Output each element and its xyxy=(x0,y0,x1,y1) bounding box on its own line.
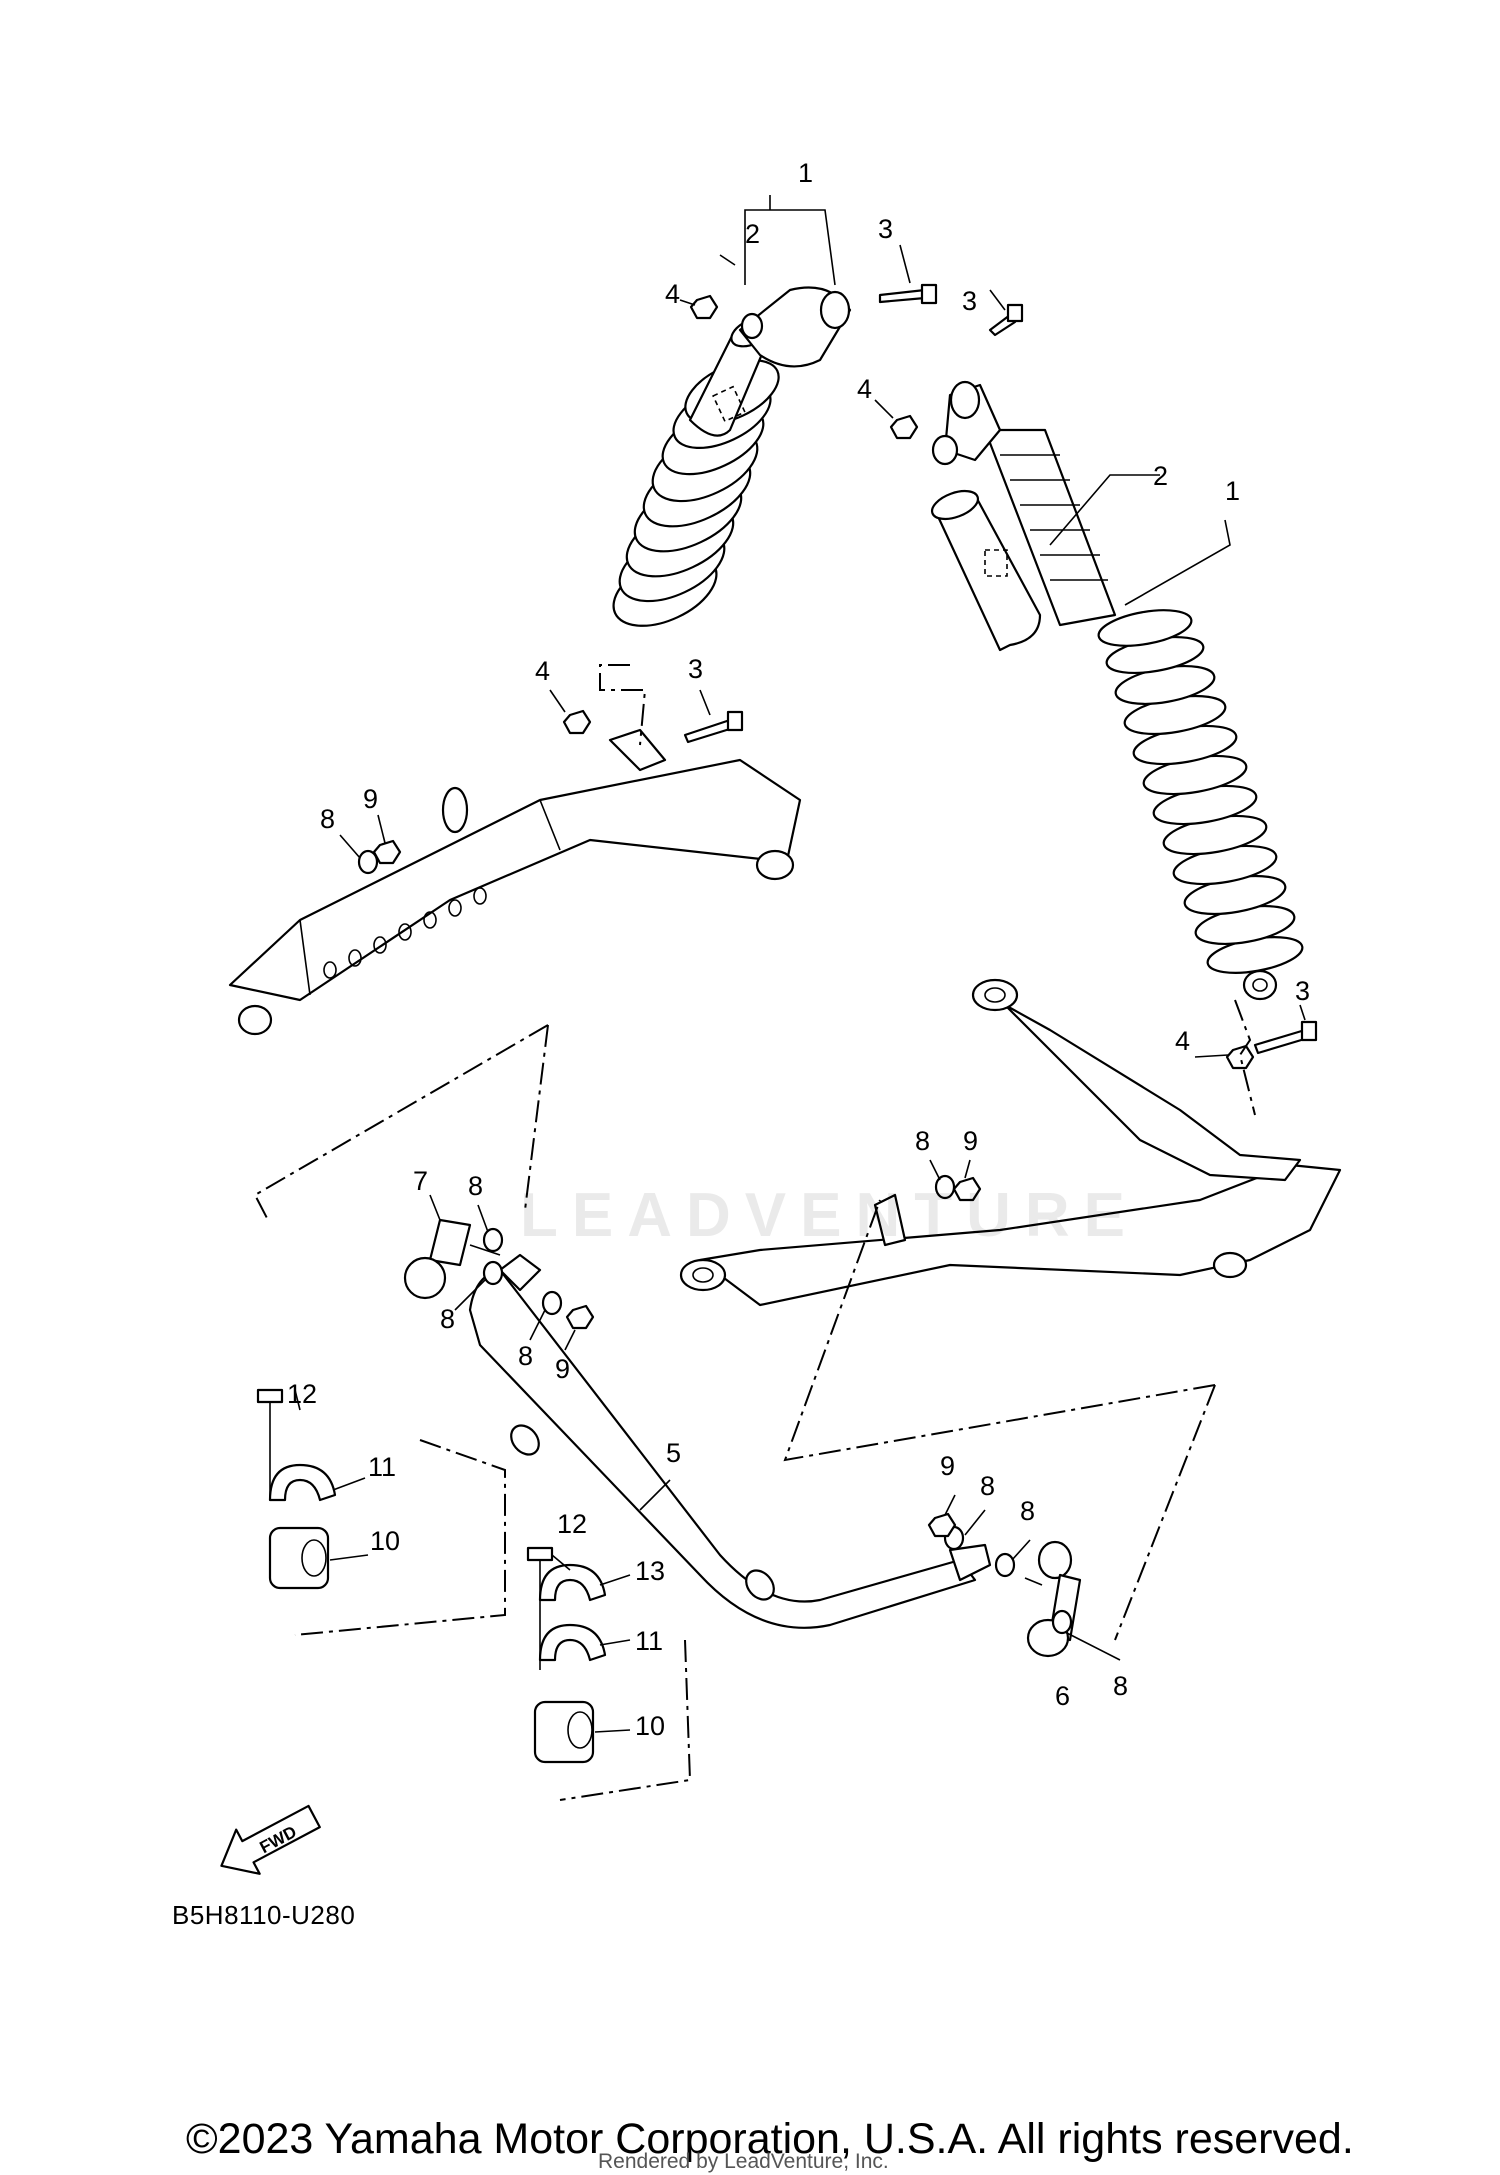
callout-11: 11 xyxy=(368,1452,396,1482)
callout-4: 4 xyxy=(857,374,872,404)
copyright-notice: ©2023 Yamaha Motor Corporation, U.S.A. A… xyxy=(186,2115,1354,2163)
watermark: LEADVENTURE xyxy=(520,1181,1140,1250)
bushing-10-left[interactable] xyxy=(268,1526,330,1590)
callout-8: 8 xyxy=(980,1471,995,1501)
diagram-code: B5H8110-U280 xyxy=(172,1900,356,1930)
callout-8: 8 xyxy=(518,1341,533,1371)
callout-9: 9 xyxy=(363,784,378,814)
callout-8: 8 xyxy=(1020,1496,1035,1526)
link-6[interactable] xyxy=(1024,1540,1082,1658)
callout-4: 4 xyxy=(535,656,550,686)
callout-4: 4 xyxy=(665,279,680,309)
bushing-10-right[interactable] xyxy=(533,1700,595,1764)
bolt-12-left[interactable] xyxy=(256,1388,284,1500)
right-shock-spring xyxy=(1097,609,1304,974)
callout-8: 8 xyxy=(440,1304,455,1334)
callout-9: 9 xyxy=(940,1451,955,1481)
left-shock-absorber[interactable] xyxy=(602,286,852,641)
callout-13: 13 xyxy=(635,1556,665,1586)
link-7[interactable] xyxy=(403,1218,501,1300)
fwd-arrow-icon: FWD xyxy=(220,1804,321,1875)
callout-12: 12 xyxy=(287,1379,317,1409)
callout-3: 3 xyxy=(1295,976,1310,1006)
callout-11: 11 xyxy=(635,1626,663,1656)
assembly-lines xyxy=(253,664,1256,1801)
callout-6: 6 xyxy=(1055,1681,1070,1711)
callout-3: 3 xyxy=(688,654,703,684)
callout-2: 2 xyxy=(1153,461,1168,491)
callout-12: 12 xyxy=(557,1509,587,1539)
bolts-3[interactable] xyxy=(683,283,1318,1055)
callout-7: 7 xyxy=(413,1166,428,1196)
callout-4: 4 xyxy=(1175,1026,1190,1056)
callout-8: 8 xyxy=(915,1126,930,1156)
rendered-by: Rendered by LeadVenture, Inc. xyxy=(598,2150,889,2173)
right-swing-arm[interactable] xyxy=(679,978,1342,1307)
left-shock-spring xyxy=(612,359,780,627)
callout-8: 8 xyxy=(1113,1671,1128,1701)
callout-8: 8 xyxy=(468,1171,483,1201)
callout-8: 8 xyxy=(320,804,335,834)
callout-3: 3 xyxy=(962,286,977,316)
nuts-9[interactable] xyxy=(372,839,982,1538)
callout-3: 3 xyxy=(878,214,893,244)
callout-5: 5 xyxy=(666,1438,681,1468)
callout-2: 2 xyxy=(745,219,760,249)
callout-9: 9 xyxy=(963,1126,978,1156)
callout-1: 1 xyxy=(1225,476,1240,506)
left-arm-holes xyxy=(323,887,487,979)
bracket-11-left[interactable] xyxy=(268,1463,337,1502)
callout-1: 1 xyxy=(798,158,813,188)
callout-numbers: 1 2 3 4 3 4 2 1 4 3 8 9 3 4 8 9 7 8 8 8 … xyxy=(287,158,1310,1741)
callout-10: 10 xyxy=(370,1526,400,1556)
bolt-12-right[interactable] xyxy=(526,1546,554,1670)
left-swing-arm[interactable] xyxy=(228,728,802,1036)
nuts-4[interactable] xyxy=(562,294,1255,1070)
leader-lines xyxy=(294,195,1306,1733)
callout-10: 10 xyxy=(635,1711,665,1741)
bracket-13[interactable] xyxy=(538,1563,607,1602)
bracket-11-right[interactable] xyxy=(538,1623,607,1662)
right-shock-absorber[interactable] xyxy=(928,380,1305,1001)
callout-9: 9 xyxy=(555,1354,570,1384)
washers-8[interactable] xyxy=(357,849,1073,1635)
